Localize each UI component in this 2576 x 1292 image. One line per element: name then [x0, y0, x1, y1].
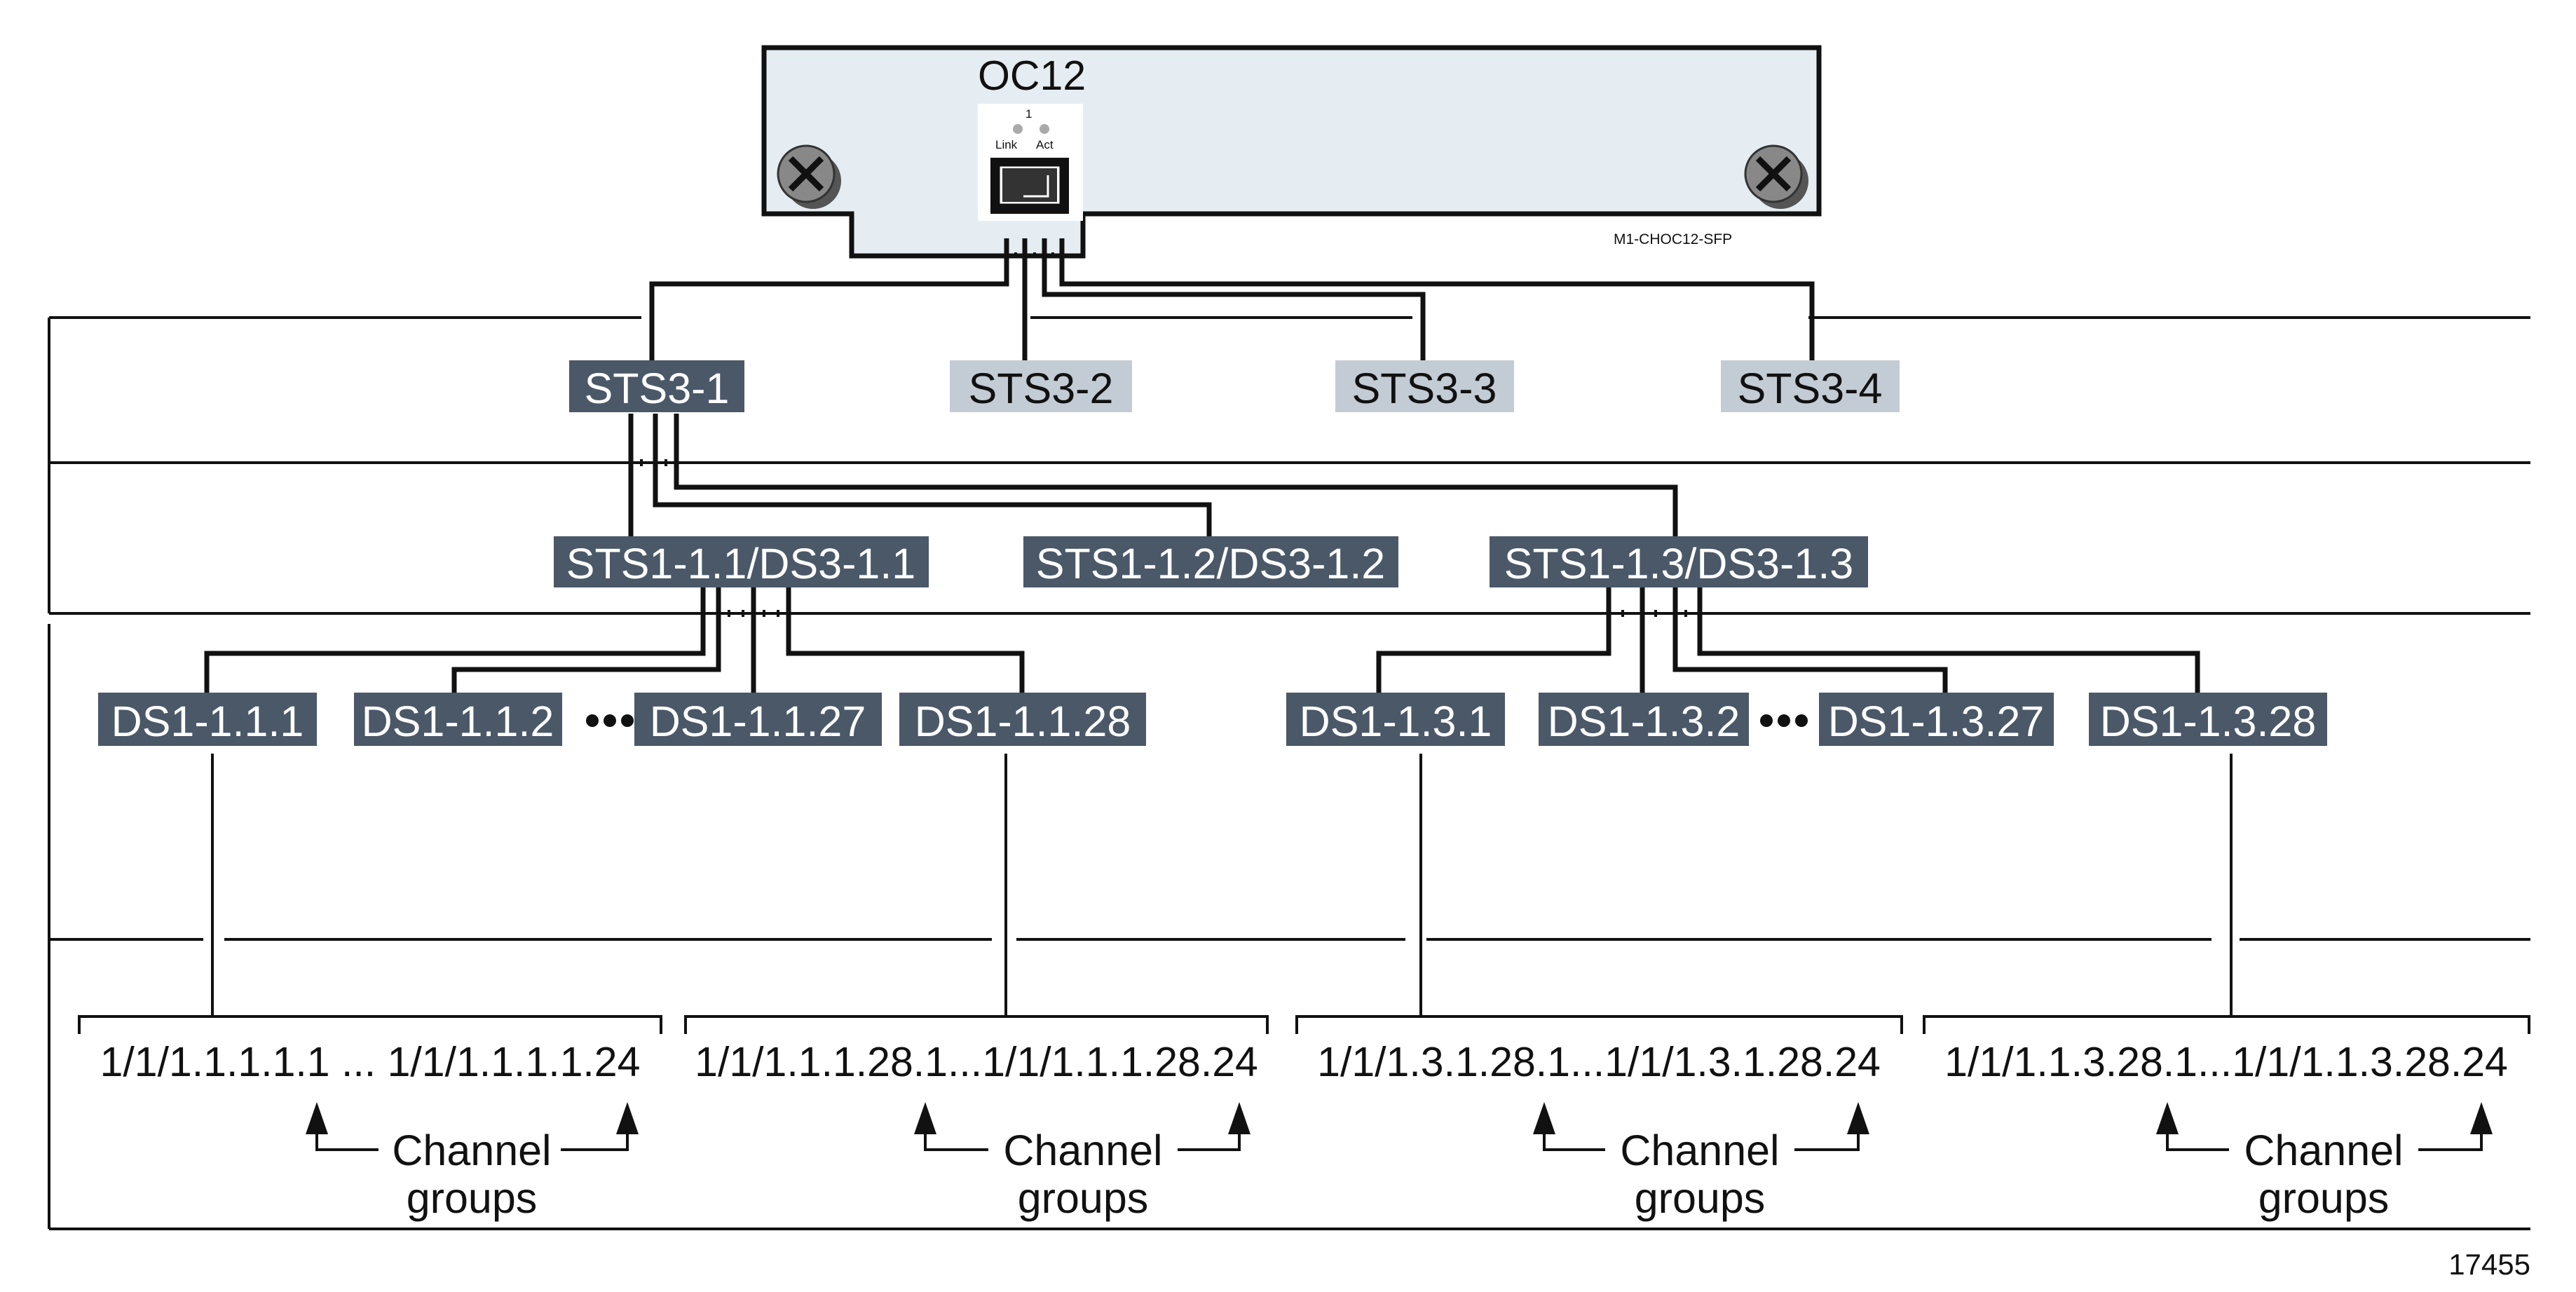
channel-range-brackets	[78, 1015, 2530, 1034]
node-label: DS1-1.3.1	[1300, 698, 1492, 745]
link-dash	[1014, 252, 1054, 258]
ellipsis-dots-icon	[586, 714, 634, 727]
node-sts1-1-3[interactable]: STS1-1.3/DS3-1.3	[1490, 536, 1868, 587]
range-bracket	[78, 1015, 662, 1034]
arrow-up-icon	[1228, 1102, 1250, 1134]
channel-group-annotation: Channel groups	[914, 1102, 1250, 1222]
node-sts3-1[interactable]: STS3-1	[569, 360, 744, 412]
node-sts1-1-1[interactable]: STS1-1.1/DS3-1.1	[554, 536, 929, 587]
node-label: STS1-1.1/DS3-1.1	[566, 540, 915, 587]
card-model: M1-CHOC12-SFP	[1614, 231, 1732, 247]
link-ds1-1-3-28	[1697, 582, 2200, 694]
link-sts3-3	[1042, 238, 1426, 365]
arrow-up-icon	[2470, 1102, 2493, 1134]
ds1-nodes: DS1-1.1.1 DS1-1.1.2 DS1-1.1.27 DS1-1.1.2…	[98, 693, 2327, 746]
node-label: STS3-3	[1352, 365, 1497, 412]
left-screw-icon	[777, 144, 841, 209]
node-sts3-4[interactable]: STS3-4	[1721, 360, 1900, 412]
channel-range-label: 1/1/1.1.1.28.1...1/1/1.1.1.28.24	[695, 1039, 1258, 1085]
node-label: STS3-2	[969, 365, 1114, 412]
card-title: OC12	[978, 53, 1086, 99]
channel-ranges: 1/1/1.1.1.1.1 ... 1/1/1.1.1.1.24 1/1/1.1…	[100, 1039, 2508, 1085]
node-label: DS1-1.1.2	[362, 698, 554, 745]
act-led-icon	[1040, 124, 1049, 134]
channel-group-label: groups	[407, 1174, 538, 1222]
node-ds1-1-3-28[interactable]: DS1-1.3.28	[2089, 693, 2327, 746]
ellipsis-dots-icon	[1760, 714, 1808, 727]
oc12-card: OC12 1 Link Act M1-CHOC12-SFP	[761, 45, 1822, 259]
range-bracket	[1923, 1015, 2530, 1034]
node-label: STS1-1.2/DS3-1.2	[1036, 540, 1385, 587]
arrow-up-icon	[616, 1102, 639, 1134]
link-ds1-1-1-28	[786, 582, 1025, 694]
node-ds1-1-1-27[interactable]: DS1-1.1.27	[634, 693, 882, 746]
channel-group-annotations: Channel groups Channel groups Channel gr…	[306, 1102, 2493, 1222]
link-sts1-2	[653, 414, 1212, 547]
link-ds1-1-1-1	[204, 582, 706, 694]
link-dash	[728, 610, 779, 617]
link-dash	[1621, 610, 1687, 617]
sts3-nodes: STS3-1 STS3-2 STS3-3 STS3-4	[569, 360, 1900, 412]
connection-lines	[204, 238, 2200, 694]
channel-group-label: Channel	[2244, 1127, 2403, 1174]
figure-id: 17455	[2448, 1248, 2530, 1281]
channel-group-annotation: Channel groups	[306, 1102, 639, 1222]
range-bracket	[1295, 1015, 1903, 1034]
arrow-up-icon	[2156, 1102, 2179, 1134]
node-label: STS1-1.3/DS3-1.3	[1504, 540, 1853, 587]
sfp-port[interactable]: 1 Link Act	[978, 104, 1083, 221]
node-sts1-1-2[interactable]: STS1-1.2/DS3-1.2	[1023, 536, 1398, 587]
node-label: DS1-1.1.1	[111, 698, 304, 745]
arrow-up-icon	[306, 1102, 328, 1134]
arrow-up-icon	[1847, 1102, 1869, 1134]
arrow-up-icon	[1533, 1102, 1555, 1134]
level-separators	[48, 316, 2530, 1230]
node-ds1-1-3-27[interactable]: DS1-1.3.27	[1819, 693, 2054, 746]
link-sts3-4	[1059, 238, 1815, 365]
port-number: 1	[1025, 107, 1032, 121]
node-label: DS1-1.3.2	[1548, 698, 1740, 745]
channel-group-label: groups	[1635, 1174, 1766, 1222]
link-led-icon	[1013, 124, 1023, 134]
arrow-up-icon	[914, 1102, 936, 1134]
node-sts3-3[interactable]: STS3-3	[1335, 360, 1514, 412]
link-ds1-1-1-2	[451, 582, 721, 694]
sts1-nodes: STS1-1.1/DS3-1.1 STS1-1.2/DS3-1.2 STS1-1…	[554, 536, 1868, 587]
link-sts3-1	[649, 238, 1009, 365]
channel-group-label: groups	[1018, 1174, 1149, 1222]
led-act-label: Act	[1036, 138, 1054, 151]
right-screw-icon	[1744, 144, 1808, 209]
node-label: DS1-1.3.27	[1828, 698, 2045, 745]
channel-range-label: 1/1/1.1.3.28.1...1/1/1.1.3.28.24	[1944, 1039, 2508, 1085]
range-bracket	[684, 1015, 1269, 1034]
channel-range-label: 1/1/1.1.1.1.1 ... 1/1/1.1.1.1.24	[100, 1039, 641, 1085]
channel-group-label: Channel	[1003, 1127, 1162, 1174]
link-sts1-3	[674, 414, 1678, 547]
node-label: DS1-1.1.28	[915, 698, 1131, 745]
channel-drop-lines	[211, 754, 2233, 1016]
node-label: DS1-1.3.28	[2100, 698, 2317, 745]
channel-group-annotation: Channel groups	[1533, 1102, 1869, 1222]
channel-group-annotation: Channel groups	[2156, 1102, 2493, 1222]
node-ds1-1-1-28[interactable]: DS1-1.1.28	[899, 693, 1146, 746]
link-ds1-1-3-27	[1672, 582, 1948, 694]
link-dash	[640, 459, 667, 466]
link-ds1-1-3-1	[1376, 582, 1611, 694]
led-link-label: Link	[995, 138, 1018, 151]
node-ds1-1-1-2[interactable]: DS1-1.1.2	[354, 693, 562, 746]
channel-range-label: 1/1/1.3.1.28.1...1/1/1.3.1.28.24	[1317, 1039, 1881, 1085]
card-outline	[761, 45, 1822, 259]
channel-group-label: Channel	[1620, 1127, 1779, 1174]
node-ds1-1-3-1[interactable]: DS1-1.3.1	[1286, 693, 1505, 746]
node-sts3-2[interactable]: STS3-2	[950, 360, 1132, 412]
node-label: STS3-4	[1738, 365, 1883, 412]
node-label: DS1-1.1.27	[650, 698, 866, 745]
node-ds1-1-1-1[interactable]: DS1-1.1.1	[98, 693, 317, 746]
node-ds1-1-3-2[interactable]: DS1-1.3.2	[1539, 693, 1749, 746]
channel-group-label: groups	[2258, 1174, 2390, 1222]
channel-group-label: Channel	[392, 1127, 551, 1174]
node-label: STS3-1	[585, 365, 730, 412]
